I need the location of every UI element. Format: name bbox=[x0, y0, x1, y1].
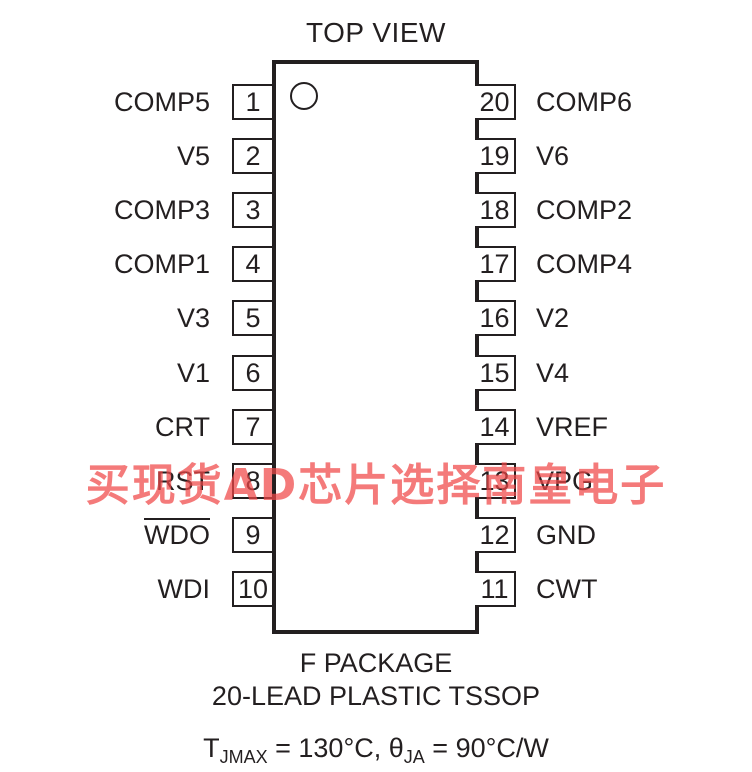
pin-label: COMP6 bbox=[536, 87, 633, 117]
thermal-spec: TJMAX = 130°C, θJA = 90°C/W bbox=[0, 733, 752, 768]
pin-label: V6 bbox=[536, 141, 570, 171]
pin-label: V3 bbox=[176, 303, 210, 333]
pin-number: 8 bbox=[232, 463, 272, 499]
pin-label: COMP3 bbox=[113, 195, 210, 225]
theta-value: = 90°C/W bbox=[424, 733, 549, 763]
package-description: 20-LEAD PLASTIC TSSOP bbox=[211, 681, 541, 711]
pin-number: 11 bbox=[475, 571, 516, 607]
theta-symbol: θ bbox=[388, 733, 404, 763]
pin-number: 9 bbox=[232, 517, 272, 553]
pin-number: 17 bbox=[475, 246, 516, 282]
pin-number: 5 bbox=[232, 300, 272, 336]
pin-label: COMP5 bbox=[113, 87, 210, 117]
pin-label: V4 bbox=[536, 358, 570, 388]
pin-number: 16 bbox=[475, 300, 516, 336]
pin-label: CWT bbox=[536, 574, 598, 604]
pin-number: 1 bbox=[232, 84, 272, 120]
pin-number: 6 bbox=[232, 355, 272, 391]
pin-number: 3 bbox=[232, 192, 272, 228]
pin-label: COMP2 bbox=[536, 195, 633, 225]
pin-number: 7 bbox=[232, 409, 272, 445]
pin-number: 19 bbox=[475, 138, 516, 174]
pin-number: 20 bbox=[475, 84, 516, 120]
pin-label: V1 bbox=[176, 358, 210, 388]
pin-label: WDI bbox=[157, 574, 210, 604]
pin-label: VREF bbox=[536, 412, 609, 442]
pin-label: RST bbox=[156, 466, 210, 496]
pin-label: GND bbox=[536, 520, 596, 550]
tj-symbol: T bbox=[203, 733, 220, 763]
ic-package-body bbox=[272, 60, 479, 634]
package-name: F PACKAGE bbox=[299, 648, 453, 678]
pin-label: CRT bbox=[154, 412, 210, 442]
pin-label: WDO bbox=[144, 520, 210, 550]
pin-number: 14 bbox=[475, 409, 516, 445]
tj-subscript: JMAX bbox=[219, 747, 268, 767]
pin-number: 4 bbox=[232, 246, 272, 282]
diagram-title: TOP VIEW bbox=[306, 17, 446, 48]
pin-number: 2 bbox=[232, 138, 272, 174]
pin-number: 15 bbox=[475, 355, 516, 391]
theta-subscript: JA bbox=[403, 747, 425, 767]
pin-label: VPG bbox=[536, 466, 594, 496]
pin1-indicator-icon bbox=[290, 82, 318, 110]
tj-value: = 130°C, bbox=[267, 733, 389, 763]
pin-number: 10 bbox=[232, 571, 272, 607]
pin-number: 18 bbox=[475, 192, 516, 228]
pin-label: COMP1 bbox=[113, 249, 210, 279]
pin-label: V5 bbox=[176, 141, 210, 171]
pin-number: 13 bbox=[475, 463, 516, 499]
pin-number: 12 bbox=[475, 517, 516, 553]
pin-label: COMP4 bbox=[536, 249, 633, 279]
pin-label: V2 bbox=[536, 303, 570, 333]
